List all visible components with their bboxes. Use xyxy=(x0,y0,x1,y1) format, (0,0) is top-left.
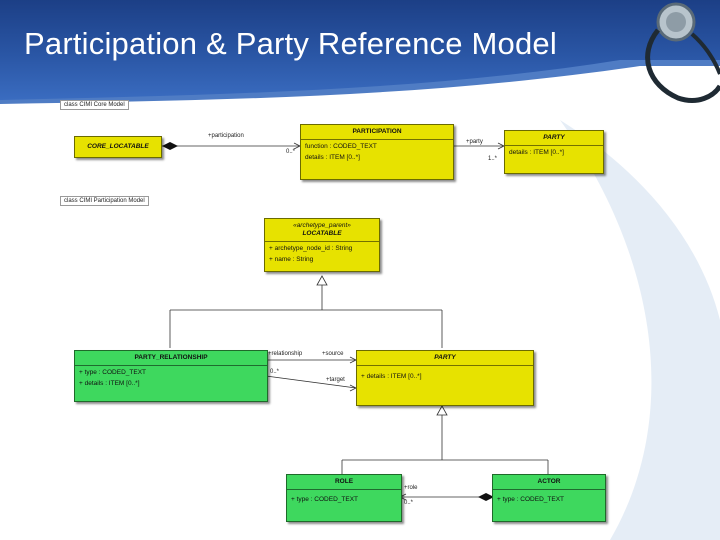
class-core-locatable: CORE_LOCATABLE xyxy=(74,136,162,158)
attribute: details : ITEM [0..*] xyxy=(305,154,360,161)
class-name: PARTICIPATION xyxy=(301,125,453,140)
core-model-frame-label: class CIMI Core Model xyxy=(60,100,129,110)
label-mult-participation: 0..* xyxy=(286,149,296,155)
class-name: PARTY_RELATIONSHIP xyxy=(75,351,267,366)
class-name: ACTOR xyxy=(493,475,605,490)
class-header: «archetype_parent» LOCATABLE xyxy=(265,219,379,242)
attribute: + type : CODED_TEXT xyxy=(291,496,359,503)
class-name: LOCATABLE xyxy=(302,230,342,237)
attribute: + type : CODED_TEXT xyxy=(79,369,147,376)
participation-model-frame-label: class CIMI Participation Model xyxy=(60,196,149,206)
label-mult-relationship: 0..* xyxy=(270,369,280,375)
attribute: + name : String xyxy=(269,256,314,263)
attribute: details : ITEM [0..*] xyxy=(509,149,564,156)
label-source: +source xyxy=(322,351,344,357)
label-participation: +participation xyxy=(208,133,244,139)
attribute: + archetype_node_id : String xyxy=(269,245,353,252)
class-party: PARTY + details : ITEM [0..*] xyxy=(356,350,534,406)
class-name: PARTY xyxy=(357,351,533,366)
class-name: PARTY xyxy=(505,131,603,146)
class-participation: PARTICIPATION function : CODED_TEXT deta… xyxy=(300,124,454,180)
background-wave xyxy=(0,60,720,540)
label-role: +role xyxy=(404,485,418,491)
attribute: + details : ITEM [0..*] xyxy=(361,373,422,380)
label-mult-role: 0..* xyxy=(404,500,414,506)
attribute: + details : ITEM [0..*] xyxy=(79,380,140,387)
slide-title: Participation & Party Reference Model xyxy=(24,26,557,61)
class-name: CORE_LOCATABLE xyxy=(87,143,149,150)
stethoscope-icon xyxy=(645,2,720,103)
class-actor: ACTOR + type : CODED_TEXT xyxy=(492,474,606,522)
label-party: +party xyxy=(466,139,483,145)
class-locatable: «archetype_parent» LOCATABLE + archetype… xyxy=(264,218,380,272)
class-role: ROLE + type : CODED_TEXT xyxy=(286,474,402,522)
label-relationship: +relationship xyxy=(268,351,303,357)
class-party-core: PARTY details : ITEM [0..*] xyxy=(504,130,604,174)
stereotype: «archetype_parent» xyxy=(293,222,351,229)
class-party-relationship: PARTY_RELATIONSHIP + type : CODED_TEXT +… xyxy=(74,350,268,402)
label-target: +target xyxy=(326,377,345,383)
attribute: function : CODED_TEXT xyxy=(305,143,377,150)
class-name: ROLE xyxy=(287,475,401,490)
attribute: + type : CODED_TEXT xyxy=(497,496,565,503)
label-mult-party: 1..* xyxy=(488,156,498,162)
